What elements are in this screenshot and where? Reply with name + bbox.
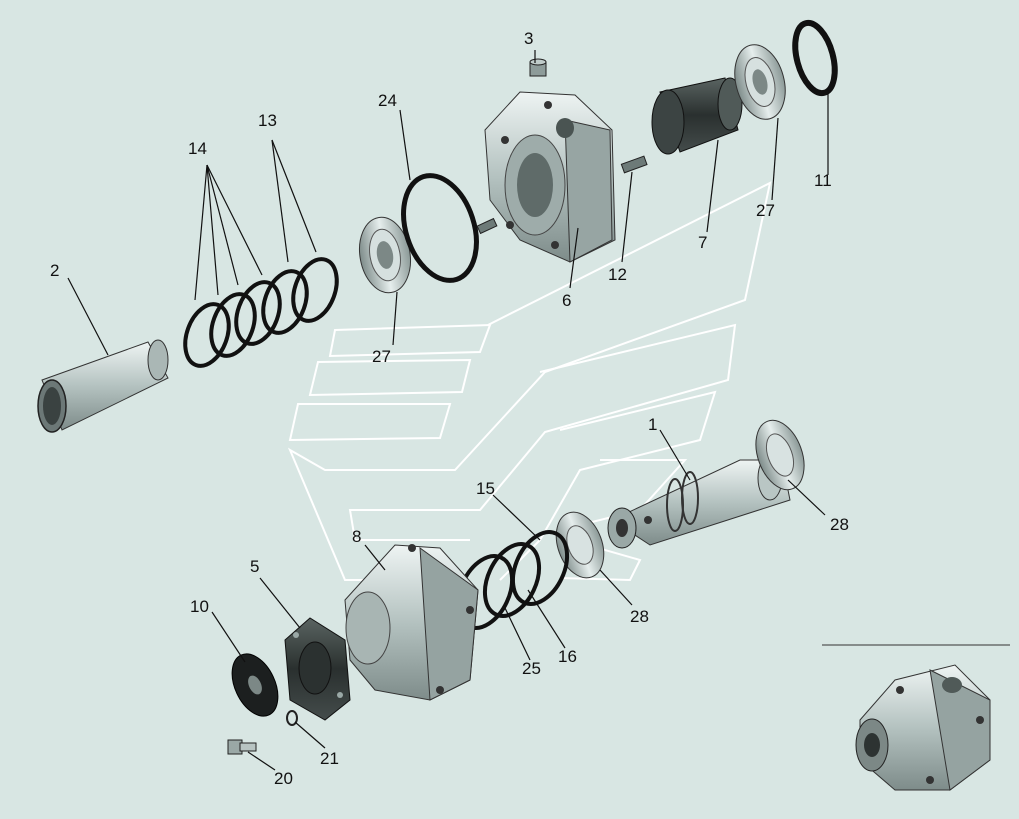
label-12: 12 bbox=[608, 265, 627, 284]
part-labels: 2 14 13 3 24 6 12 7 27 11 27 1 28 15 8 2… bbox=[50, 29, 849, 788]
part-14-13-rings bbox=[183, 257, 339, 368]
part-10-washer bbox=[231, 653, 279, 717]
pin bbox=[476, 217, 498, 235]
part-12-screw bbox=[620, 155, 648, 174]
part-27-bearing-right bbox=[734, 44, 786, 120]
label-1: 1 bbox=[648, 415, 657, 434]
label-28-left: 28 bbox=[630, 607, 649, 626]
label-6: 6 bbox=[562, 291, 571, 310]
part-2-sleeve bbox=[37, 339, 169, 433]
part-7-bushing bbox=[651, 77, 743, 155]
label-2: 2 bbox=[50, 261, 59, 280]
label-20: 20 bbox=[274, 769, 293, 788]
label-21: 21 bbox=[320, 749, 339, 768]
leader-lines bbox=[67, 50, 829, 771]
label-27-left: 27 bbox=[372, 347, 391, 366]
label-3: 3 bbox=[524, 29, 533, 48]
label-24: 24 bbox=[378, 91, 397, 110]
part-24-o-ring bbox=[401, 173, 479, 283]
label-7: 7 bbox=[698, 233, 707, 252]
part-6-housing bbox=[484, 91, 616, 263]
part-8-cover bbox=[344, 544, 479, 701]
label-28-right: 28 bbox=[830, 515, 849, 534]
label-15: 15 bbox=[476, 479, 495, 498]
part-28-ring-right bbox=[755, 419, 805, 491]
label-5: 5 bbox=[250, 557, 259, 576]
guide-lines bbox=[287, 181, 772, 582]
assembled-unit-thumbnail bbox=[822, 644, 1010, 791]
label-27-right: 27 bbox=[756, 201, 775, 220]
part-3-plug bbox=[529, 58, 547, 77]
label-8: 8 bbox=[352, 527, 361, 546]
part-27-bearing-left bbox=[359, 216, 411, 294]
label-14: 14 bbox=[188, 139, 207, 158]
part-21-small-washer bbox=[286, 710, 298, 726]
label-10: 10 bbox=[190, 597, 209, 616]
label-11: 11 bbox=[814, 171, 832, 190]
part-20-bolt bbox=[227, 739, 257, 755]
label-16: 16 bbox=[558, 647, 577, 666]
part-11-lock-ring bbox=[792, 19, 838, 97]
part-5-flange bbox=[284, 617, 351, 721]
label-13: 13 bbox=[258, 111, 277, 130]
label-25: 25 bbox=[522, 659, 541, 678]
